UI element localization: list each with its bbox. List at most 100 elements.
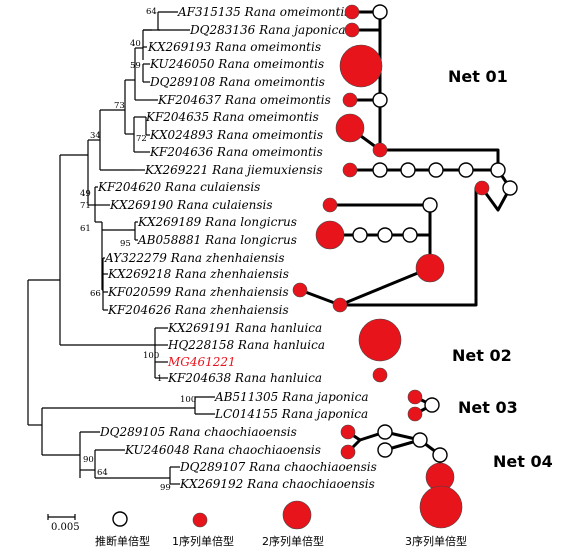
taxon-label: DQ289105 Rana chaochiaoensis [99, 425, 297, 439]
bootstrap-value: 64 [146, 7, 157, 17]
bootstrap-value: 66 [90, 289, 101, 299]
haplotype-2 [415, 253, 445, 283]
haplotype-2 [335, 113, 365, 143]
taxon-label: KX269192 Rana chaochiaoensis [179, 477, 375, 491]
legend-inferred-icon [112, 511, 128, 527]
legend-one-seq-label: 1序列单倍型 [172, 534, 234, 548]
taxon-labels: AF315135 Rana omeimontis DQ283136 Rana j… [97, 5, 377, 491]
haplotype-1 [474, 180, 490, 196]
taxon-label: KF204638 Rana hanluica [167, 371, 322, 385]
haplotype-inferred [428, 162, 444, 178]
taxon-label: AY322279 Rana zhenhaiensis [104, 251, 284, 265]
legend-two-seq-icon [282, 500, 312, 530]
bootstrap-value: 99 [160, 483, 171, 493]
bootstrap-value: 90 [83, 455, 94, 465]
bootstrap-value: 100 [180, 395, 196, 405]
legend-inferred-label: 推断单倍型 [95, 534, 150, 548]
haplotype-inferred [432, 447, 448, 463]
taxon-label: LC014155 Rana japonica [214, 407, 368, 421]
legend-one-seq-icon [192, 512, 208, 528]
bootstrap-value: 71 [80, 201, 91, 211]
taxon-label: KF204620 Rana culaiensis [97, 180, 260, 194]
bootstrap-value: 72 [136, 134, 147, 144]
haplotype-3 [358, 318, 402, 362]
legend-three-seq-icon [419, 485, 463, 529]
haplotype-1 [332, 297, 348, 313]
bootstrap-value: 61 [80, 224, 91, 234]
taxon-label: AF315135 Rana omeimontis [177, 5, 350, 19]
haplotype-3 [339, 44, 383, 88]
haplotype-1 [340, 444, 356, 460]
haplotype-1 [344, 4, 360, 20]
haplotype-inferred [372, 92, 388, 108]
taxon-label: AB511305 Rana japonica [214, 390, 369, 404]
legend: 推断单倍型 1序列单倍型 2序列单倍型 3序列单倍型 [95, 485, 467, 548]
taxon-label: KX024893 Rana omeimontis [149, 128, 323, 142]
taxon-label: KX269190 Rana culaiensis [109, 198, 273, 212]
taxon-label: KF204626 Rana zhenhaiensis [107, 303, 289, 317]
bootstrap-value: 40 [130, 39, 141, 49]
haplotype-inferred [372, 4, 388, 20]
haplotype-1 [372, 367, 388, 383]
taxon-label: KU246048 Rana chaochiaoensis [124, 443, 321, 457]
network-label-01: Net 01 [448, 67, 508, 86]
taxon-label: HQ228158 Rana hanluica [167, 338, 325, 352]
haplotype-inferred [422, 197, 438, 213]
taxon-label: DQ289107 Rana chaochiaoensis [179, 460, 377, 474]
bootstrap-value: 64 [97, 468, 108, 478]
haplotype-1 [372, 142, 388, 158]
taxon-label: DQ289108 Rana omeimontis [149, 75, 325, 89]
legend-three-seq-label: 3序列单倍型 [405, 534, 467, 548]
haplotype-nodes [292, 4, 518, 492]
haplotype-1 [292, 282, 308, 298]
taxon-label: KF204637 Rana omeimontis [157, 93, 331, 107]
taxon-label: KX269189 Rana longicrus [137, 215, 297, 229]
taxon-label: AB058881 Rana longicrus [137, 233, 297, 247]
haplotype-1 [342, 162, 358, 178]
haplotype-1 [407, 389, 423, 405]
network-labels: Net 01 Net 02 Net 03 Net 04 [448, 67, 553, 471]
bootstrap-value: 100 [143, 351, 159, 361]
taxon-label: KX269218 Rana zhenhaiensis [107, 267, 289, 281]
haplotype-1 [344, 22, 360, 38]
taxon-label: KX269193 Rana omeimontis [147, 40, 321, 54]
taxon-label: KU246050 Rana omeimontis [149, 57, 324, 71]
haplotype-inferred [490, 162, 506, 178]
haplotype-inferred [400, 162, 416, 178]
bootstrap-value: 1 [157, 374, 162, 384]
taxon-label: KF020599 Rana zhenhaiensis [107, 285, 289, 299]
taxon-label: KX269191 Rana hanluica [167, 321, 322, 335]
bootstrap-value: 59 [130, 61, 141, 71]
haplotype-inferred [352, 227, 368, 243]
scale-bar: 0.005 [47, 514, 80, 533]
taxon-label: KF204636 Rana omeimontis [149, 145, 323, 159]
network-label-03: Net 03 [458, 398, 518, 417]
haplotype-1 [340, 424, 356, 440]
haplotype-1 [407, 406, 423, 422]
bootstrap-values: 64 40 59 73 34 72 49 71 61 95 66 100 1 1… [80, 7, 196, 493]
haplotype-1 [342, 92, 358, 108]
scale-bar-label: 0.005 [51, 522, 80, 533]
highlighted-taxon-label: MG461221 [167, 355, 236, 369]
haplotype-inferred [412, 432, 428, 448]
taxon-label: KX269221 Rana jiemuxiensis [144, 163, 323, 177]
haplotype-inferred [424, 397, 440, 413]
legend-two-seq-label: 2序列单倍型 [262, 534, 324, 548]
haplotype-inferred [402, 227, 418, 243]
haplotype-inferred [372, 162, 388, 178]
taxon-label: KF204635 Rana omeimontis [145, 110, 319, 124]
haplotype-inferred [377, 227, 393, 243]
haplotype-inferred [458, 162, 474, 178]
haplotype-inferred [502, 180, 518, 196]
haplotype-1 [322, 197, 338, 213]
haplotype-2 [315, 220, 345, 250]
network-label-04: Net 04 [493, 452, 553, 471]
bootstrap-value: 34 [90, 131, 101, 141]
bootstrap-value: 49 [80, 189, 91, 199]
bootstrap-value: 95 [120, 239, 131, 249]
haplotype-inferred [377, 442, 393, 458]
bootstrap-value: 73 [114, 101, 125, 111]
taxon-label: DQ283136 Rana japonica [189, 23, 345, 37]
haplotype-inferred [377, 424, 393, 440]
